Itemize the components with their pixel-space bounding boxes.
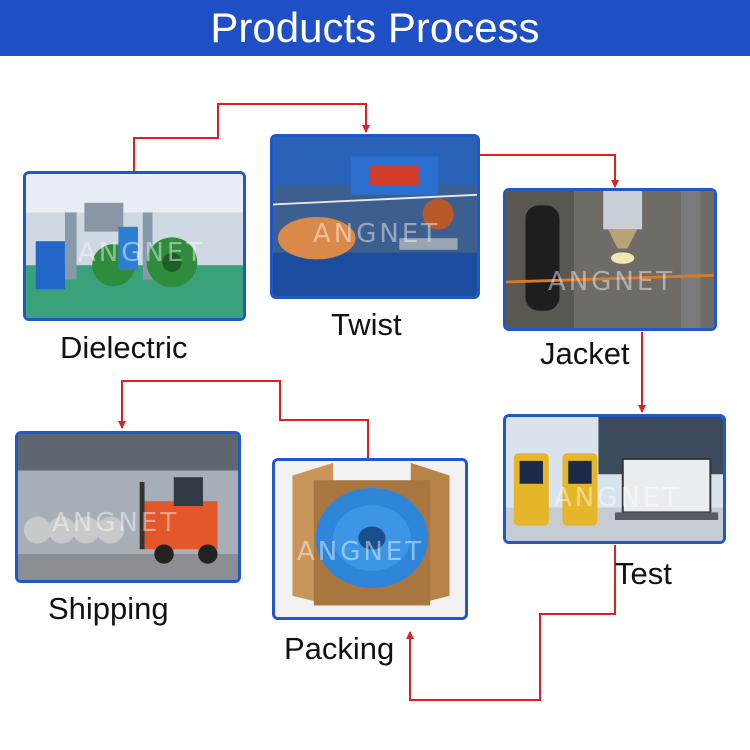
watermark: ANGNET xyxy=(78,238,206,268)
step-label-test: Test xyxy=(615,556,672,591)
step-label-jacket: Jacket xyxy=(540,336,630,371)
packing-photo: ANGNET xyxy=(272,458,468,620)
connector-dielectric-to-twist xyxy=(133,103,370,172)
watermark: ANGNET xyxy=(554,483,682,513)
title-banner: Products Process xyxy=(0,0,750,56)
watermark: ANGNET xyxy=(52,508,180,538)
step-label-shipping: Shipping xyxy=(48,591,169,626)
twist-photo: ANGNET xyxy=(270,134,480,299)
test-photo: ANGNET xyxy=(503,414,726,544)
connector-twist-to-jacket xyxy=(478,154,619,188)
shipping-photo: ANGNET xyxy=(15,431,241,583)
page-title: Products Process xyxy=(210,4,540,51)
step-label-twist: Twist xyxy=(331,307,402,342)
watermark: ANGNET xyxy=(548,267,676,297)
watermark: ANGNET xyxy=(297,537,425,567)
connector-test-to-packing xyxy=(406,545,616,701)
dielectric-photo: ANGNET xyxy=(23,171,246,321)
connector-packing-to-shipping xyxy=(118,380,369,458)
jacket-photo: ANGNET xyxy=(503,188,717,331)
watermark: ANGNET xyxy=(313,219,441,249)
step-label-dielectric: Dielectric xyxy=(60,330,188,365)
step-label-packing: Packing xyxy=(284,631,395,666)
